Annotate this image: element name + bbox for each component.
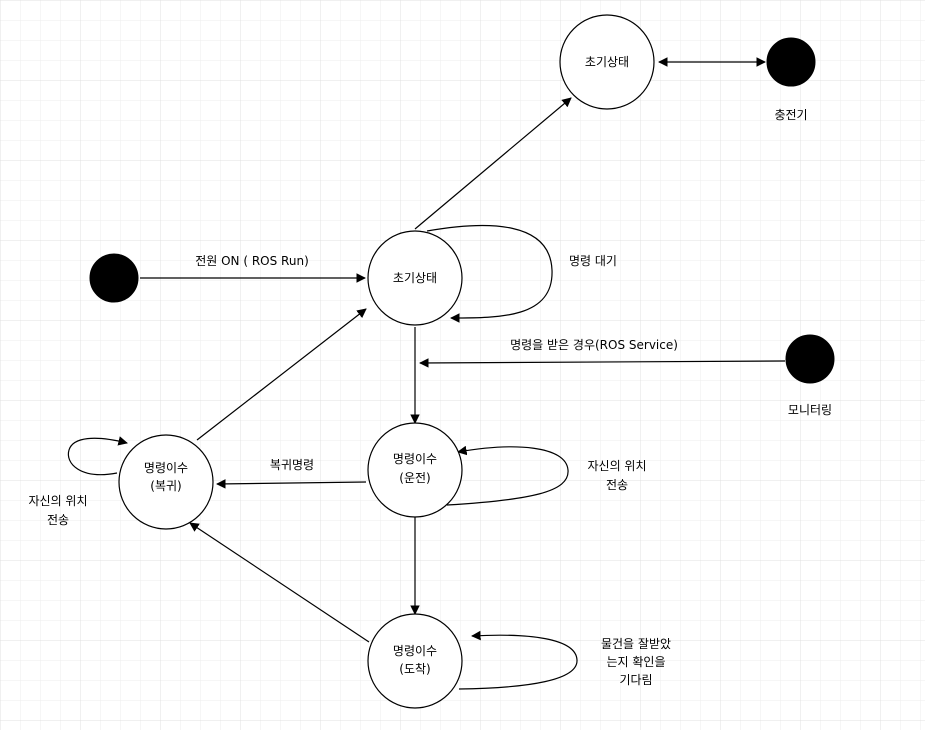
state-return-sublabel: (복귀): [150, 479, 181, 493]
edge-return-command: [216, 479, 367, 489]
wait-command-label: 명령 대기: [569, 254, 617, 268]
state-return: [118, 434, 214, 530]
edge-arrive-to-return: [189, 522, 370, 643]
edge-command-received: [419, 358, 786, 368]
state-idle-init-label: 초기상태: [393, 271, 437, 285]
state-arrive-label: 명령이수: [393, 644, 437, 658]
state-arrive-sublabel: (도착): [399, 662, 430, 676]
start-terminal: [89, 253, 139, 303]
wait-receipt-label-3: 기다림: [619, 673, 652, 687]
state-arrive: [367, 613, 463, 709]
command-received-label: 명령을 받은 경우(ROS Service): [510, 338, 678, 352]
send-position-return-label: 자신의 위치: [28, 494, 87, 508]
send-position-drive-label: 자신의 위치: [587, 459, 646, 473]
monitoring-label: 모니터링: [788, 403, 832, 417]
return-command-label: 복귀명령: [270, 458, 314, 472]
state-idle-init: [367, 230, 463, 326]
edge-wait-receipt-loop: [458, 630, 578, 690]
edge-drive-position-loop: [446, 445, 569, 506]
wait-receipt-label-1: 물건을 잘받았: [601, 637, 671, 651]
wait-receipt-label-2: 는지 확인을: [606, 655, 665, 669]
send-position-drive-sublabel: 전송: [606, 478, 628, 492]
edge-idle-to-charge-init: [414, 97, 572, 230]
state-drive-sublabel: (운전): [399, 471, 430, 485]
state-drive: [367, 422, 463, 518]
edge-return-to-idle: [196, 308, 367, 441]
power-on-label: 전원 ON ( ROS Run): [195, 254, 309, 268]
state-return-label: 명령이수: [144, 461, 188, 475]
edge-return-position-loop: [67, 436, 128, 476]
send-position-return-sublabel: 전송: [47, 513, 69, 527]
charger-terminal: [766, 37, 816, 87]
monitoring-terminal: [785, 334, 835, 384]
state-charge-init-label: 초기상태: [585, 55, 629, 69]
charger-label: 충전기: [774, 108, 807, 122]
state-charge-init: [559, 14, 655, 110]
edge-wait-command-loop: [426, 224, 553, 323]
state-drive-label: 명령이수: [393, 452, 437, 466]
